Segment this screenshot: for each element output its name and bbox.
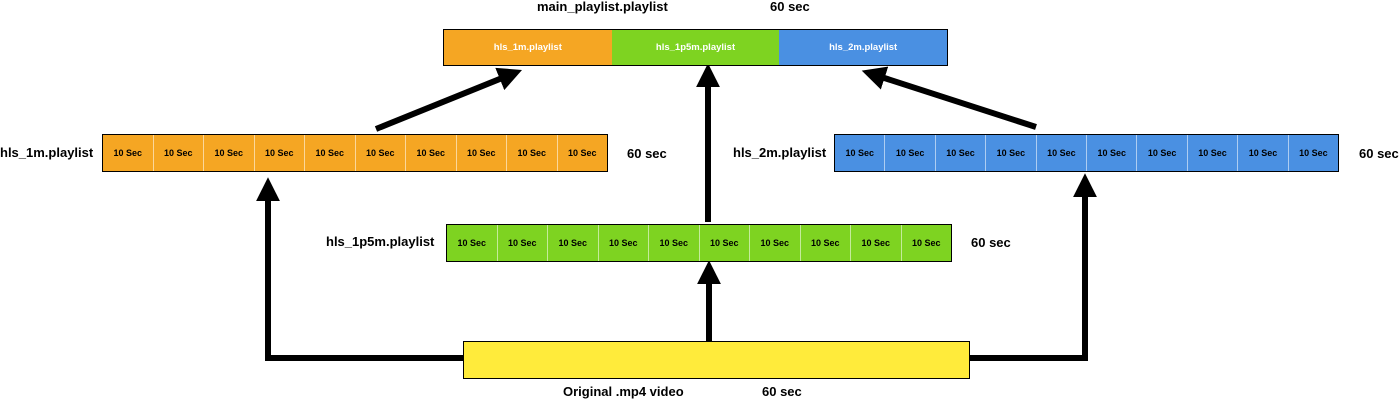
segment-cell: 10 Sec [1188,135,1239,171]
segment-cell: 10 Sec [204,135,255,171]
main-segment-hls1m: hls_1m.playlist [444,30,612,65]
hls1p5m-label: hls_1p5m.playlist [326,234,435,249]
hls1m-label: hls_1m.playlist [0,145,94,160]
source-video-label: Original .mp4 video [563,384,684,399]
main-playlist-bar: hls_1m.playlist hls_1p5m.playlist hls_2m… [443,29,948,66]
segment-cell: 10 Sec [305,135,356,171]
main-segment-hls2m: hls_2m.playlist [779,30,948,65]
segment-cell: 10 Sec [507,135,558,171]
segment-cell: 10 Sec [447,225,498,261]
segment-cell: 10 Sec [835,135,886,171]
arrow-source-to-hls2m [970,173,1097,361]
segment-cell: 10 Sec [548,225,599,261]
segment-cell: 10 Sec [649,225,700,261]
main-playlist-duration: 60 sec [770,0,810,14]
segment-cell: 10 Sec [801,225,851,261]
hls2m-duration: 60 sec [1359,146,1399,161]
hls2m-label: hls_2m.playlist [733,145,827,160]
segment-cell: 10 Sec [936,135,987,171]
hls1m-duration: 60 sec [627,146,667,161]
segment-cell: 10 Sec [457,135,507,171]
segment-cell: 10 Sec [1238,135,1289,171]
segment-cell: 10 Sec [1299,148,1328,158]
arrow-hls1m-to-main [374,67,523,132]
hls1p5m-duration: 60 sec [971,235,1011,250]
segment-cell: 10 Sec [599,225,649,261]
source-video-bar [463,341,970,379]
segment-cell: 10 Sec [154,135,204,171]
segment-cell: 10 Sec [851,225,902,261]
source-video-duration: 60 sec [762,384,802,399]
segment-cell: 10 Sec [103,135,154,171]
segment-cell: 10 Sec [1137,135,1188,171]
segment-cell: 10 Sec [1087,135,1138,171]
main-playlist-label: main_playlist.playlist [537,0,668,14]
segment-cell: 10 Sec [1037,135,1088,171]
segment-cell: 10 Sec [986,135,1037,171]
segment-cell: 10 Sec [750,225,801,261]
main-segment-hls1p5m: hls_1p5m.playlist [611,30,780,65]
segment-cell: 10 Sec [498,225,548,261]
segment-cell: 10 Sec [356,135,406,171]
arrow-source-to-hls1m [256,177,464,361]
segment-cell: 10 Sec [567,148,597,158]
segment-cell: 10 Sec [255,135,305,171]
segment-cell: 10 Sec [700,225,750,261]
segment-cell: 10 Sec [406,135,457,171]
segment-cell: 10 Sec [911,238,941,248]
segment-cell: 10 Sec [885,135,936,171]
arrow-hls2m-to-main [861,66,1037,130]
